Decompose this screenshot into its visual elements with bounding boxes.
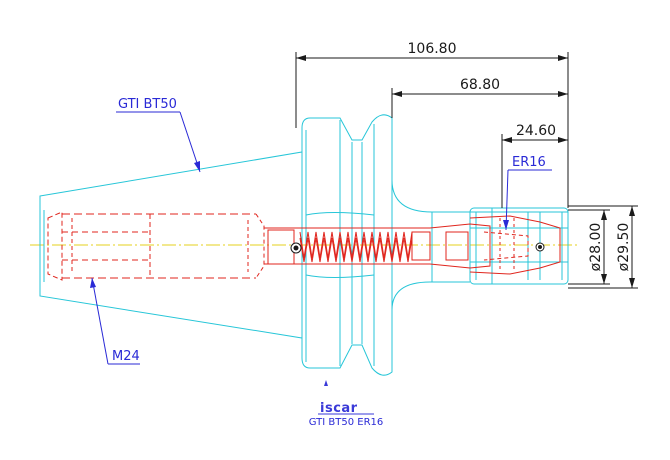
label-collet: ER16 [512,155,546,170]
logo-caption: GTI BT50 ER16 [309,417,384,428]
collet-detail-inner [538,245,542,249]
logo-brand: iscar [320,401,358,416]
dim-nose-diameter: ø28.00 [588,223,604,272]
dim-total-length: 106.80 [408,41,457,57]
dim-nose-length: 24.60 [516,123,556,139]
dimension-lines [295,52,638,289]
brand-logo: iscar [318,380,374,416]
pin-detail-inner [293,245,299,251]
logo-mark-icon [324,380,328,386]
label-taper: GTI BT50 [118,97,177,112]
label-thread: M24 [112,349,140,364]
leader-lines [90,111,552,365]
dim-shank-length: 68.80 [460,77,500,93]
internal-bore-hidden [47,211,561,281]
dim-nut-diameter: ø29.50 [616,223,632,272]
